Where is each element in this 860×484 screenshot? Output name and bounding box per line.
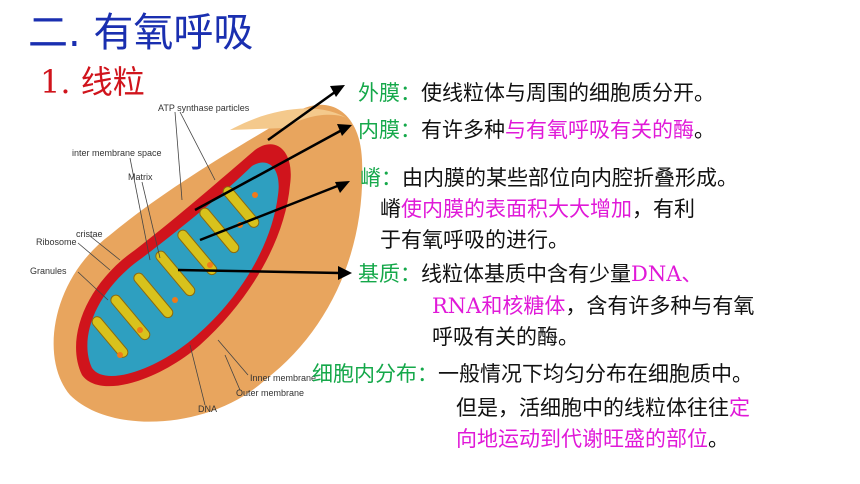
- distribution-line-1: 细胞内分布：一般情况下均匀分布在细胞质中。: [312, 360, 753, 388]
- distribution-highlight-b: 向地运动到代谢旺盛的部位: [456, 427, 708, 451]
- granules-label: Granules: [30, 266, 67, 276]
- distribution-line-3: 向地运动到代谢旺盛的部位。: [456, 425, 729, 453]
- arrow-heads: [330, 85, 352, 280]
- matrix-line-1: 基质：线粒体基质中含有少量DNA、: [358, 260, 702, 288]
- cristae-label: cristae: [76, 229, 103, 239]
- outer-membrane-term: 外膜：: [358, 81, 421, 105]
- distribution-highlight-a: 定: [729, 396, 750, 420]
- atp-synthase-label: ATP synthase particles: [158, 103, 250, 113]
- matrix-highlight-dna: DNA、: [631, 262, 703, 286]
- crista-term: 嵴：: [360, 166, 402, 190]
- matrix-line-3: 呼吸有关的酶。: [432, 325, 579, 349]
- distribution-desc-1: 一般情况下均匀分布在细胞质中。: [438, 362, 753, 386]
- matrix-label: Matrix: [128, 172, 153, 182]
- label-leader-lines: [77, 111, 249, 406]
- crista-desc-2a: 嵴: [380, 197, 401, 221]
- inner-membrane-label: Inner membrane: [250, 373, 317, 383]
- crista-desc-2c: ，有利: [632, 197, 695, 221]
- pointer-arrows: [177, 90, 343, 275]
- inner-membrane-highlight: 与有氧呼吸有关的酶: [505, 118, 694, 142]
- distribution-period: 。: [708, 427, 729, 451]
- matrix-line-2: RNA和核糖体，含有许多种与有氧: [432, 292, 754, 320]
- distribution-line-2: 但是，活细胞中的线粒体往往定: [456, 394, 750, 422]
- inner-membrane-period: 。: [694, 118, 715, 142]
- inner-membrane-line: 内膜：有许多种与有氧呼吸有关的酶。: [358, 116, 715, 144]
- crista-highlight: 使内膜的表面积大大增加: [401, 197, 632, 221]
- section-subtitle: 1. 线粒: [40, 63, 145, 101]
- matrix-term: 基质：: [358, 262, 421, 286]
- distribution-term: 细胞内分布：: [312, 362, 438, 386]
- intermembrane-space-label: inter membrane space: [72, 148, 162, 158]
- outer-membrane-label: Outer membrane: [236, 388, 305, 398]
- crista-desc-1: 由内膜的某些部位向内腔折叠形成。: [402, 166, 738, 190]
- distribution-desc-2a: 但是，活细胞中的线粒体往往: [456, 396, 729, 420]
- crista-line-3: 于有氧呼吸的进行。: [380, 228, 569, 252]
- matrix-desc-2b: ，含有许多种与有氧: [565, 294, 755, 318]
- inner-membrane-desc: 有许多种: [421, 118, 505, 142]
- dna-label: DNA: [198, 404, 218, 414]
- crista-line-1: 嵴：由内膜的某些部位向内腔折叠形成。: [360, 164, 738, 192]
- ribosome-label: Ribosome: [36, 237, 77, 247]
- outer-membrane-line: 外膜：使线粒体与周围的细胞质分开。: [358, 79, 715, 107]
- matrix-highlight-rna: RNA和核糖体: [432, 294, 566, 318]
- matrix-desc-1a: 线粒体基质中含有少量: [421, 262, 631, 286]
- inner-membrane-term: 内膜：: [358, 118, 421, 142]
- crista-line-2: 嵴使内膜的表面积大大增加，有利: [380, 195, 695, 223]
- outer-membrane-highlight: [230, 108, 350, 130]
- outer-membrane-desc: 使线粒体与周围的细胞质分开。: [421, 81, 715, 105]
- page-title: 二. 有氧呼吸: [28, 10, 254, 56]
